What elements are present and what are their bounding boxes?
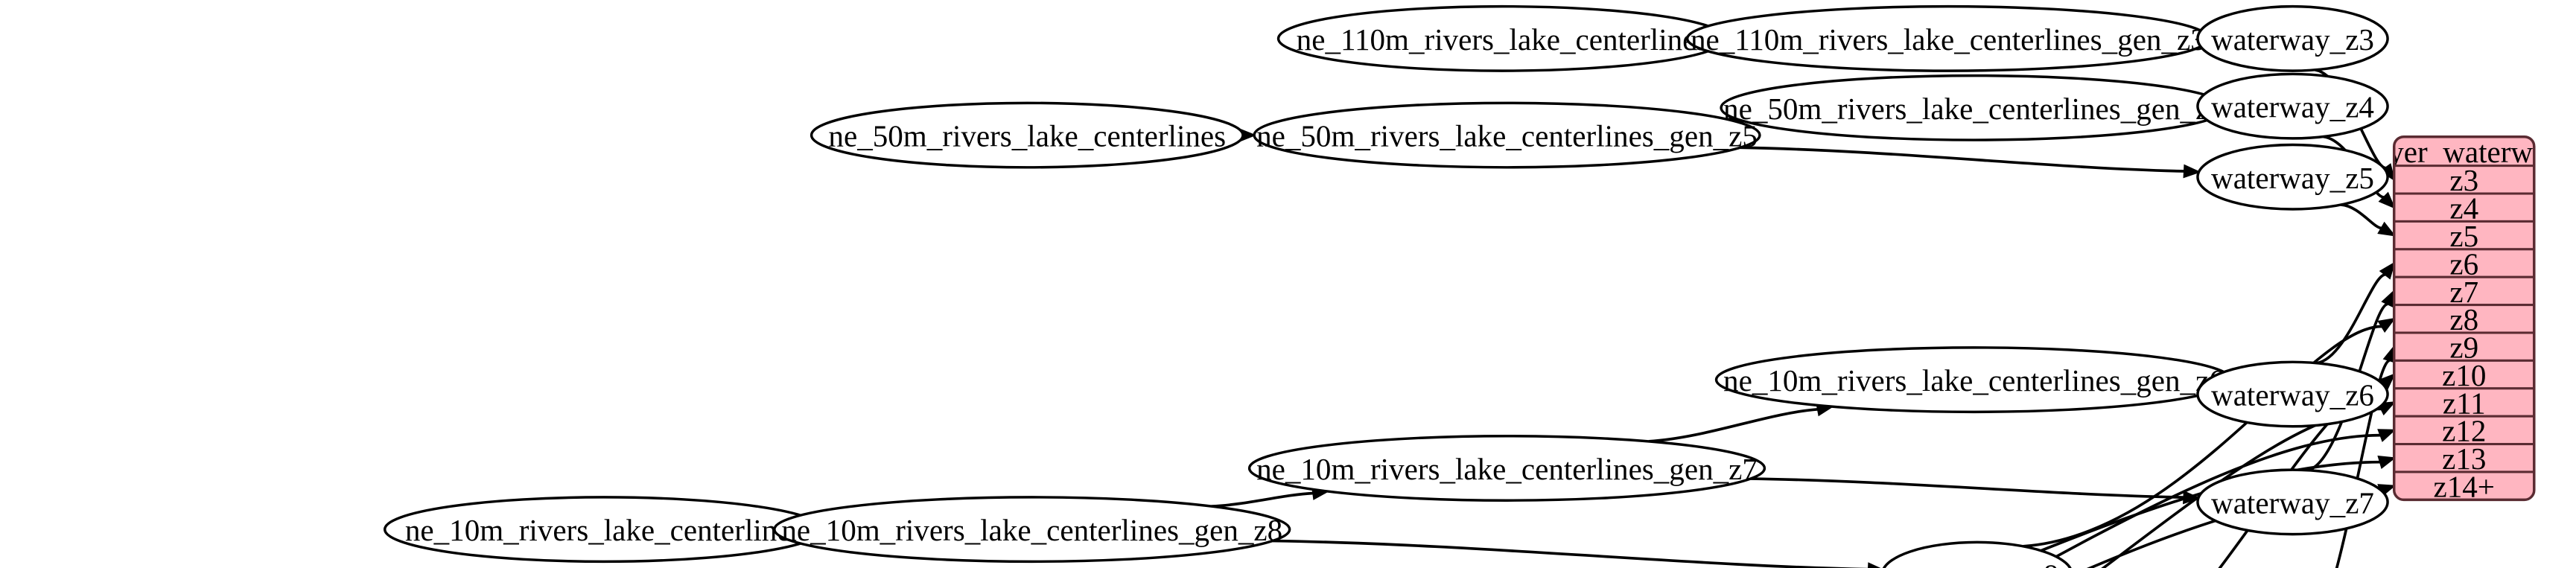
node-ellipse[interactable] bbox=[1253, 101, 1761, 169]
table-row[interactable] bbox=[2394, 443, 2534, 473]
edge bbox=[1211, 491, 1314, 508]
edge-arrowhead bbox=[2379, 261, 2396, 280]
table-row[interactable] bbox=[2394, 470, 2534, 500]
node-ellipse[interactable] bbox=[1720, 74, 2228, 141]
table-row[interactable] bbox=[2394, 359, 2534, 390]
edge bbox=[2086, 488, 2381, 568]
graph-node[interactable]: ne_10m_rivers_lake_centerlines_gen_z7 bbox=[1247, 435, 1766, 502]
graph-node[interactable]: waterway_z3 bbox=[2196, 4, 2389, 72]
edge bbox=[2316, 273, 2386, 365]
graph-node[interactable]: ne_110m_rivers_lake_centerlines_gen_z3 bbox=[1685, 4, 2210, 72]
table-row[interactable] bbox=[2394, 248, 2534, 278]
graph-node[interactable]: waterway_z7 bbox=[2196, 468, 2389, 536]
table-layer: layer_waterwayz3z4z5z6z7z8z9z10z11z12z13… bbox=[2367, 135, 2563, 503]
node-ellipse[interactable] bbox=[383, 496, 824, 564]
edge bbox=[1740, 146, 2185, 173]
node-ellipse[interactable] bbox=[1685, 4, 2210, 72]
edge bbox=[2032, 433, 2381, 568]
layer-waterway-table[interactable]: layer_waterwayz3z4z5z6z7z8z9z10z11z12z13… bbox=[2367, 135, 2563, 503]
edge bbox=[2340, 203, 2382, 230]
edge-arrowhead bbox=[2183, 164, 2201, 179]
graph-node[interactable]: ne_50m_rivers_lake_centerlines_gen_z5 bbox=[1253, 101, 1761, 169]
edge-arrowhead bbox=[2377, 456, 2397, 470]
table-row[interactable] bbox=[2394, 415, 2534, 446]
graph-node[interactable]: ne_110m_rivers_lake_centerlines bbox=[1276, 4, 1728, 72]
table-row[interactable] bbox=[2394, 220, 2534, 251]
node-ellipse[interactable] bbox=[2196, 4, 2389, 72]
table-row[interactable] bbox=[2394, 192, 2534, 223]
edge bbox=[1272, 539, 1869, 568]
table-row[interactable] bbox=[2394, 304, 2534, 334]
table-row[interactable] bbox=[2394, 331, 2534, 362]
graph-node[interactable]: waterway_z5 bbox=[2196, 143, 2389, 211]
node-ellipse[interactable] bbox=[2196, 468, 2389, 536]
graph-node[interactable]: ne_10m_rivers_lake_centerlines bbox=[383, 496, 824, 564]
table-row[interactable] bbox=[2394, 165, 2534, 195]
node-ellipse[interactable] bbox=[810, 101, 1244, 169]
table-outline bbox=[2392, 135, 2536, 502]
node-ellipse[interactable] bbox=[773, 496, 1291, 564]
edge bbox=[1750, 477, 2184, 499]
graph-node[interactable]: waterway_z4 bbox=[2196, 72, 2389, 140]
node-ellipse[interactable] bbox=[1882, 540, 2072, 568]
edge-arrowhead bbox=[2377, 221, 2397, 237]
nodes-layer: imposm3osm_waterway_linestringosm_import… bbox=[383, 4, 2389, 568]
edge bbox=[1648, 408, 1819, 443]
graph-node[interactable]: waterway_z8 bbox=[1882, 540, 2072, 568]
node-ellipse[interactable] bbox=[2196, 360, 2389, 428]
table-row[interactable] bbox=[2394, 275, 2534, 307]
graph-node[interactable]: ne_10m_rivers_lake_centerlines_gen_z8 bbox=[773, 496, 1291, 564]
edge bbox=[2101, 407, 2382, 568]
node-ellipse[interactable] bbox=[1276, 4, 1728, 72]
edge-arrowhead bbox=[1868, 562, 1881, 568]
edge-arrowhead bbox=[2381, 289, 2395, 308]
node-ellipse[interactable] bbox=[2196, 143, 2389, 211]
edge-arrowhead bbox=[2377, 429, 2397, 442]
edge-arrowhead bbox=[2377, 317, 2397, 334]
graph-node[interactable]: waterway_z6 bbox=[2196, 360, 2389, 428]
edge-arrowhead bbox=[2378, 191, 2396, 209]
node-ellipse[interactable] bbox=[2196, 72, 2389, 140]
table-row[interactable] bbox=[2394, 387, 2534, 418]
node-ellipse[interactable] bbox=[1247, 435, 1766, 502]
graph-node[interactable]: ne_50m_rivers_lake_centerlines_gen_z4 bbox=[1720, 74, 2228, 141]
node-ellipse[interactable] bbox=[1714, 346, 2233, 414]
graph-node[interactable]: ne_50m_rivers_lake_centerlines bbox=[810, 101, 1244, 169]
graph-node[interactable]: ne_10m_rivers_lake_centerlines_gen_z6 bbox=[1714, 346, 2233, 414]
